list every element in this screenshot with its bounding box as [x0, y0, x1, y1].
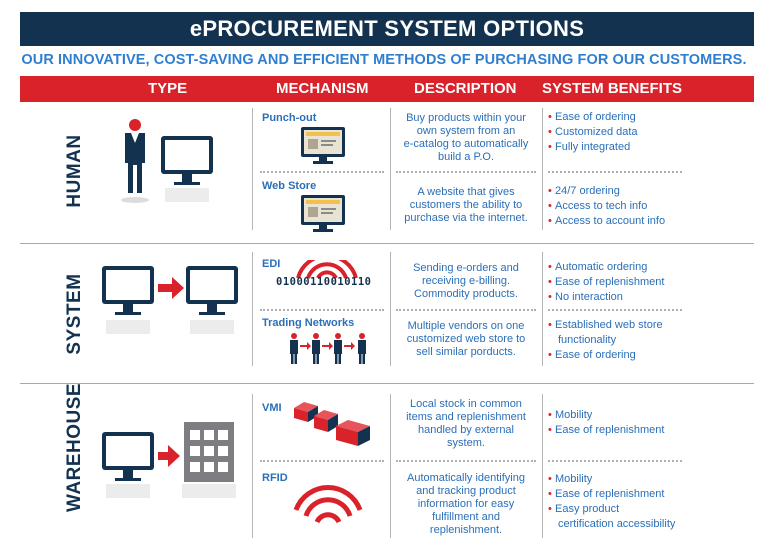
benefits-edi: Automatic ordering Ease of replenishment…	[548, 260, 664, 305]
description-line: system.	[447, 437, 485, 449]
benefits-vmi: Mobility Ease of replenishment	[548, 408, 664, 438]
description-line: build a P.O.	[437, 151, 495, 163]
description-line: information for easy	[417, 498, 515, 510]
description-edi: Sending e-orders and receiving e-billing…	[392, 262, 540, 301]
monitor-webstore-icon	[301, 195, 345, 232]
description-line: A website that gives	[417, 186, 515, 198]
row-divider	[396, 171, 536, 173]
column-divider	[390, 108, 391, 230]
benefit-item-continuation: certification accessibility	[558, 518, 676, 530]
benefit-item: 24/7 ordering	[548, 184, 665, 199]
rfid-signal-icon	[293, 484, 363, 524]
column-divider	[252, 108, 253, 230]
computer-to-computer-icon	[102, 266, 238, 334]
description-line: purchase via the internet.	[404, 212, 528, 224]
section-label-system: SYSTEM	[64, 273, 85, 355]
benefit-item: No interaction	[548, 290, 664, 305]
section-label-warehouse: WAREHOUSE	[64, 382, 85, 512]
column-divider	[252, 394, 253, 538]
column-divider	[390, 394, 391, 538]
description-punch-out: Buy products within your own system from…	[392, 112, 540, 164]
description-line: Commodity products.	[414, 288, 518, 300]
description-line: sell similar porducts.	[416, 346, 516, 358]
computer-to-warehouse-icon	[102, 422, 236, 498]
benefits-trading-networks: Established web store functionality Ease…	[548, 318, 663, 363]
description-line: and tracking product	[416, 485, 516, 497]
description-line: customized web store to	[406, 333, 526, 345]
header-type: TYPE	[148, 80, 188, 97]
description-line: e-catalog to automatically	[403, 138, 529, 150]
mechanism-punch-out: Punch-out	[262, 112, 317, 124]
mechanism-rfid: RFID	[262, 472, 288, 484]
mechanism-web-store: Web Store	[262, 180, 317, 192]
row-divider	[260, 460, 384, 462]
benefit-item: Mobility	[548, 472, 675, 487]
page-subtitle: OUR INNOVATIVE, COST-SAVING AND EFFICIEN…	[21, 52, 747, 68]
benefits-web-store: 24/7 ordering Access to tech info Access…	[548, 184, 665, 229]
description-line: Sending e-orders and	[413, 262, 519, 274]
mechanism-vmi: VMI	[262, 402, 282, 414]
benefits-punch-out: Ease of ordering Customized data Fully i…	[548, 110, 638, 155]
header-description: DESCRIPTION	[414, 80, 517, 97]
row-divider	[548, 171, 682, 173]
description-rfid: Automatically identifying and tracking p…	[392, 472, 540, 537]
benefit-item: Easy product	[548, 502, 675, 517]
benefits-rfid: Mobility Ease of replenishment Easy prod…	[548, 472, 675, 532]
person-computer-icon	[121, 119, 213, 203]
column-divider	[390, 252, 391, 366]
benefit-item: Ease of replenishment	[548, 423, 664, 438]
benefit-item: Ease of ordering	[548, 348, 663, 363]
benefit-item: Mobility	[548, 408, 664, 423]
monitor-ecatalog-icon	[301, 127, 345, 164]
description-line: handled by external	[417, 424, 514, 436]
header-mechanism: MECHANISM	[276, 80, 369, 97]
description-line: replenishment.	[429, 524, 503, 536]
binary-data: 01000110010110	[276, 276, 372, 288]
benefit-item: Ease of ordering	[548, 110, 638, 125]
benefit-item: Fully integrated	[548, 140, 638, 155]
row-divider	[260, 309, 384, 311]
row-divider	[260, 171, 384, 173]
signal-waves-icon	[296, 260, 358, 280]
column-divider	[542, 252, 543, 366]
description-web-store: A website that gives customers the abili…	[392, 186, 540, 225]
column-header-bar: TYPE MECHANISM DESCRIPTION SYSTEM BENEFI…	[20, 76, 754, 102]
section-divider	[20, 383, 754, 384]
column-divider	[542, 108, 543, 230]
row-divider	[548, 460, 682, 462]
description-line: Multiple vendors on one	[407, 320, 525, 332]
description-line: fulfillment and	[432, 511, 500, 523]
stock-boxes-icon	[294, 402, 370, 446]
benefit-item: Access to account info	[548, 214, 665, 229]
row-divider	[396, 460, 536, 462]
description-line: customers the ability to	[409, 199, 523, 211]
row-divider	[396, 309, 536, 311]
description-trading-networks: Multiple vendors on one customized web s…	[392, 320, 540, 359]
description-line: items and replenishment	[406, 411, 526, 423]
mechanism-trading-networks: Trading Networks	[262, 317, 355, 329]
description-line: own system from an	[416, 125, 516, 137]
header-benefits: SYSTEM BENEFITS	[542, 80, 683, 97]
mechanism-edi: EDI	[262, 258, 281, 270]
description-line: receiving e-billing.	[421, 275, 511, 287]
section-divider	[20, 243, 754, 244]
description-vmi: Local stock in common items and replenis…	[392, 398, 540, 450]
benefit-item: Ease of replenishment	[548, 275, 664, 290]
benefit-item: Established web store	[548, 318, 663, 333]
description-line: Automatically identifying	[406, 472, 525, 484]
row-divider	[548, 309, 682, 311]
description-line: Buy products within your	[406, 112, 526, 124]
column-divider	[252, 252, 253, 366]
benefit-item: Customized data	[548, 125, 638, 140]
benefit-item: Ease of replenishment	[548, 487, 675, 502]
people-network-icon	[290, 333, 366, 364]
benefit-item: Access to tech info	[548, 199, 665, 214]
benefit-item-continuation: functionality	[558, 334, 617, 346]
page-title: ePROCUREMENT SYSTEM OPTIONS	[20, 12, 754, 46]
benefit-item: Automatic ordering	[548, 260, 664, 275]
column-divider	[542, 394, 543, 538]
description-line: Local stock in common	[410, 398, 522, 410]
section-label-human: HUMAN	[64, 134, 85, 208]
